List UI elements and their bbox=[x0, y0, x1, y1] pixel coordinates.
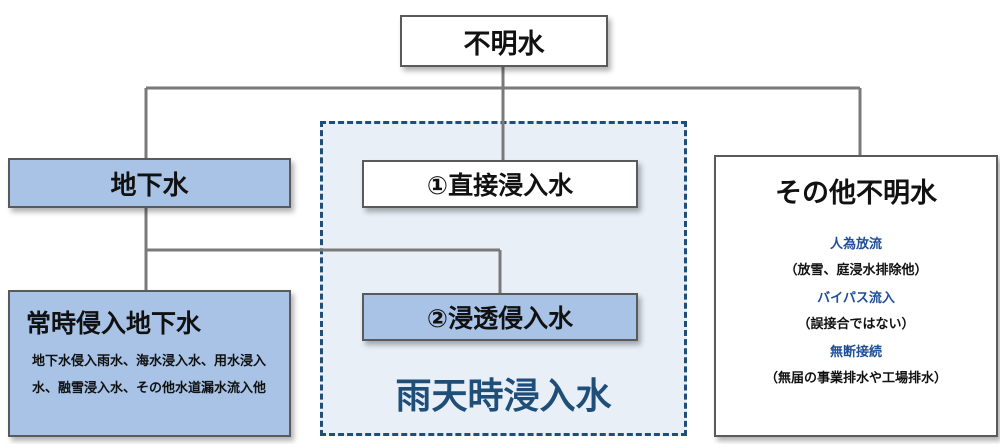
unauthorized-connection-detail: （無届の事業排水や工場排水） bbox=[764, 371, 947, 386]
infiltration-inflow-label: ②浸透侵入水 bbox=[426, 304, 574, 333]
groundwater-box: 地下水 bbox=[8, 158, 291, 208]
infiltration-inflow-box: ②浸透侵入水 bbox=[362, 293, 638, 341]
artificial-discharge-detail: （放雪、庭浸水排除他） bbox=[784, 263, 928, 278]
direct-inflow-box: ①直接浸入水 bbox=[362, 160, 638, 208]
direct-inflow-label: ①直接浸入水 bbox=[426, 171, 574, 200]
unknown-water-label: 不明水 bbox=[463, 28, 545, 60]
unknown-water-box: 不明水 bbox=[400, 15, 608, 67]
constant-groundwater-title: 常時侵入地下水 bbox=[26, 309, 202, 338]
constant-groundwater-box: 常時侵入地下水 地下水侵入雨水、海水浸入水、用水浸入水、融雪浸入水、その他水道漏… bbox=[8, 290, 291, 437]
bypass-inflow-detail: （誤接合ではない） bbox=[797, 317, 915, 332]
unauthorized-connection-heading: 無断接続 bbox=[829, 345, 882, 360]
artificial-discharge-heading: 人為放流 bbox=[829, 237, 882, 252]
other-unknown-water-box: その他不明水 人為放流 （放雪、庭浸水排除他） バイパス流入 （誤接合ではない）… bbox=[714, 155, 998, 437]
rain-time-inflow-label: 雨天時浸入水 bbox=[395, 376, 612, 417]
other-unknown-water-title: その他不明水 bbox=[775, 178, 937, 209]
constant-groundwater-description: 地下水侵入雨水、海水浸入水、用水浸入水、融雪浸入水、その他水道漏水流入他 bbox=[32, 354, 267, 396]
bypass-inflow-heading: バイパス流入 bbox=[817, 291, 895, 306]
groundwater-label: 地下水 bbox=[110, 170, 189, 201]
